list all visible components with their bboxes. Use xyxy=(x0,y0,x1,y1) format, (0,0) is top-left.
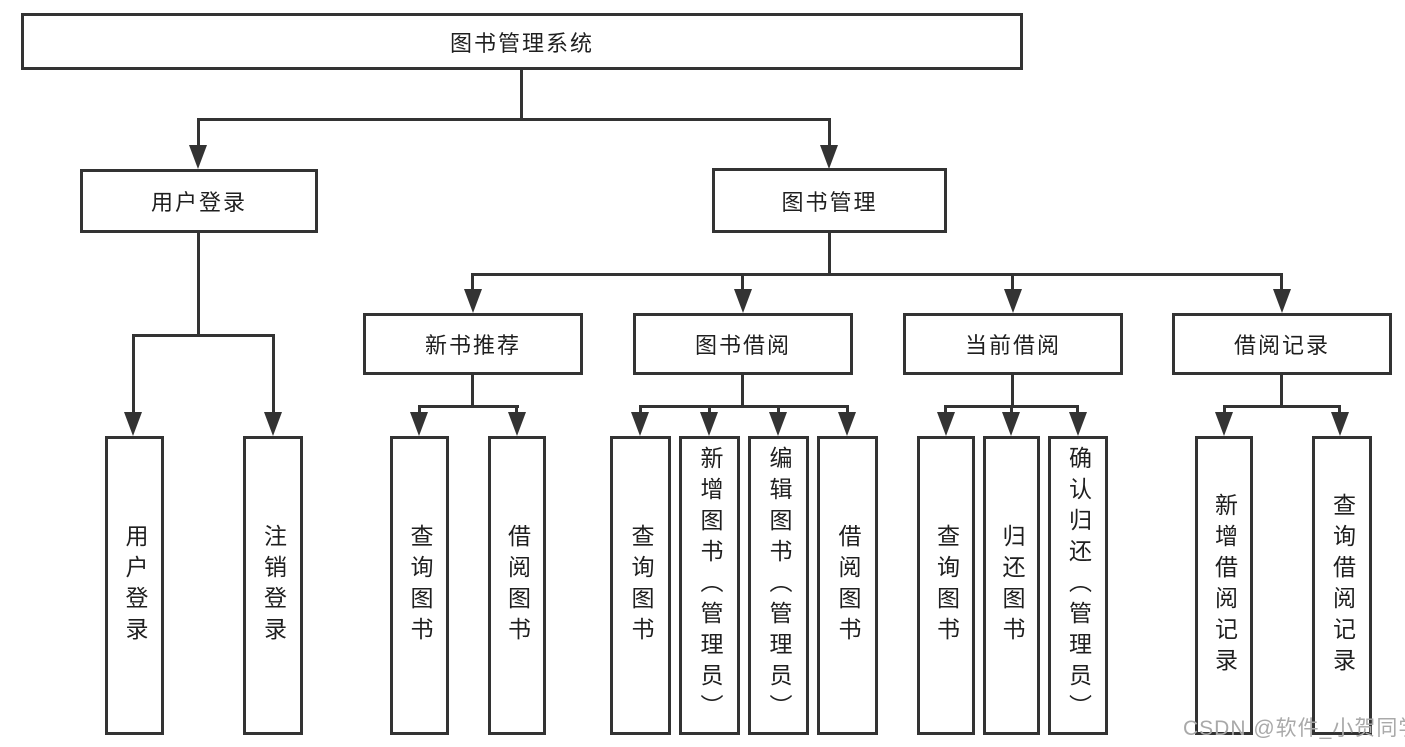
leaf-nb-query-books-label: 查询图书 xyxy=(407,523,433,648)
edge-drop-cb-3 xyxy=(1076,405,1079,414)
edge-user-login-trunk xyxy=(197,233,200,336)
node-current-borrow: 当前借阅 xyxy=(903,313,1123,375)
edge-root-rail xyxy=(197,118,831,121)
node-book-management: 图书管理 xyxy=(712,168,947,233)
edge-drop-bb-3 xyxy=(777,405,780,414)
edge-drop-cb-2 xyxy=(1010,405,1013,414)
arrowhead-down-bm-4 xyxy=(1273,289,1291,313)
arrowhead-down-nb-1 xyxy=(410,412,428,436)
edge-book-management-rail xyxy=(471,273,1283,276)
leaf-logout: 注销登录 xyxy=(243,436,303,735)
arrowhead-down-book-management xyxy=(820,145,838,169)
edge-book-management-trunk xyxy=(828,233,831,275)
node-new-book-recommend: 新书推荐 xyxy=(363,313,583,375)
edge-book-borrow-trunk xyxy=(741,375,744,405)
node-book-management-label: 图书管理 xyxy=(781,189,878,215)
node-root: 图书管理系统 xyxy=(21,13,1023,70)
leaf-bb-query-books-label: 查询图书 xyxy=(628,523,654,648)
leaf-bb-edit-books-admin: 编辑图书（管理员） xyxy=(748,436,809,735)
leaf-bb-borrow-books-label: 借阅图书 xyxy=(835,523,861,648)
leaf-bb-add-books-admin-label: 新增图书（管理员） xyxy=(697,446,723,725)
node-new-book-recommend-label: 新书推荐 xyxy=(424,333,521,358)
edge-drop-br-2 xyxy=(1338,405,1341,414)
arrowhead-down-bb-2 xyxy=(700,412,718,436)
arrowhead-down-bb-4 xyxy=(838,412,856,436)
node-borrow-records-label: 借阅记录 xyxy=(1233,333,1330,358)
leaf-cb-confirm-return-admin: 确认归还（管理员） xyxy=(1048,436,1108,735)
arrowhead-down-nb-2 xyxy=(508,412,526,436)
arrowhead-down-cb-1 xyxy=(937,412,955,436)
node-book-borrow-label: 图书借阅 xyxy=(694,333,791,358)
edge-drop-ul-2 xyxy=(272,334,275,412)
leaf-bb-query-books: 查询图书 xyxy=(610,436,671,735)
leaf-br-query-record-label: 查询借阅记录 xyxy=(1329,492,1356,679)
edge-drop-bm-2 xyxy=(741,273,744,291)
leaf-bb-add-books-admin: 新增图书（管理员） xyxy=(679,436,740,735)
edge-new-books-rail xyxy=(418,405,519,408)
arrowhead-down-ul-1 xyxy=(124,412,142,436)
leaf-nb-borrow-books-label: 借阅图书 xyxy=(504,523,531,648)
leaf-br-add-record-label: 新增借阅记录 xyxy=(1211,492,1238,679)
node-root-label: 图书管理系统 xyxy=(449,30,594,56)
leaf-nb-borrow-books: 借阅图书 xyxy=(488,436,546,735)
edge-drop-book-management xyxy=(828,118,831,146)
edge-drop-nb-1 xyxy=(418,405,421,414)
arrowhead-down-bm-2 xyxy=(734,289,752,313)
edge-root-trunk xyxy=(520,70,523,118)
node-book-borrow: 图书借阅 xyxy=(633,313,853,375)
edge-drop-br-1 xyxy=(1223,405,1226,414)
edge-borrow-records-rail xyxy=(1223,405,1341,408)
arrowhead-down-cb-3 xyxy=(1069,412,1087,436)
edge-drop-bb-4 xyxy=(846,405,849,414)
node-current-borrow-label: 当前借阅 xyxy=(964,333,1061,358)
node-user-login: 用户登录 xyxy=(80,169,318,233)
leaf-cb-confirm-return-admin-label: 确认归还（管理员） xyxy=(1065,446,1092,725)
leaf-bb-edit-books-admin-label: 编辑图书（管理员） xyxy=(766,446,792,725)
leaf-logout-label: 注销登录 xyxy=(260,523,287,648)
arrowhead-down-bb-3 xyxy=(769,412,787,436)
arrowhead-down-bm-1 xyxy=(464,289,482,313)
leaf-nb-query-books: 查询图书 xyxy=(390,436,449,735)
arrowhead-down-cb-2 xyxy=(1002,412,1020,436)
edge-current-borrow-trunk xyxy=(1011,375,1014,405)
arrowhead-down-bb-1 xyxy=(631,412,649,436)
leaf-bb-borrow-books: 借阅图书 xyxy=(817,436,878,735)
csdn-watermark: CSDN @软件_小贺同学 xyxy=(1183,717,1405,740)
arrowhead-down-ul-2 xyxy=(264,412,282,436)
edge-user-login-rail xyxy=(132,334,275,337)
leaf-br-query-record: 查询借阅记录 xyxy=(1312,436,1372,735)
edge-drop-bm-3 xyxy=(1011,273,1014,291)
edge-drop-ul-1 xyxy=(132,334,135,412)
leaf-cb-query-books-label: 查询图书 xyxy=(933,523,960,648)
leaf-cb-return-books-label: 归还图书 xyxy=(999,523,1025,648)
edge-new-books-trunk xyxy=(471,375,474,405)
leaf-br-add-record: 新增借阅记录 xyxy=(1195,436,1253,735)
edge-drop-bm-1 xyxy=(471,273,474,291)
edge-drop-cb-1 xyxy=(944,405,947,414)
leaf-cb-query-books: 查询图书 xyxy=(917,436,975,735)
arrowhead-down-bm-3 xyxy=(1004,289,1022,313)
edge-drop-bb-1 xyxy=(639,405,642,414)
arrowhead-down-br-1 xyxy=(1215,412,1233,436)
node-borrow-records: 借阅记录 xyxy=(1172,313,1392,375)
edge-drop-bm-4 xyxy=(1280,273,1283,291)
edge-drop-bb-2 xyxy=(708,405,711,414)
edge-borrow-records-trunk xyxy=(1280,375,1283,405)
leaf-cb-return-books: 归还图书 xyxy=(983,436,1040,735)
arrowhead-down-user-login xyxy=(189,145,207,169)
arrowhead-down-br-2 xyxy=(1331,412,1349,436)
edge-drop-user-login xyxy=(197,118,200,146)
leaf-user-login: 用户登录 xyxy=(105,436,164,735)
leaf-user-login-label: 用户登录 xyxy=(122,523,148,648)
edge-drop-nb-2 xyxy=(515,405,518,414)
edge-book-borrow-rail xyxy=(639,405,849,408)
node-user-login-label: 用户登录 xyxy=(150,190,247,215)
